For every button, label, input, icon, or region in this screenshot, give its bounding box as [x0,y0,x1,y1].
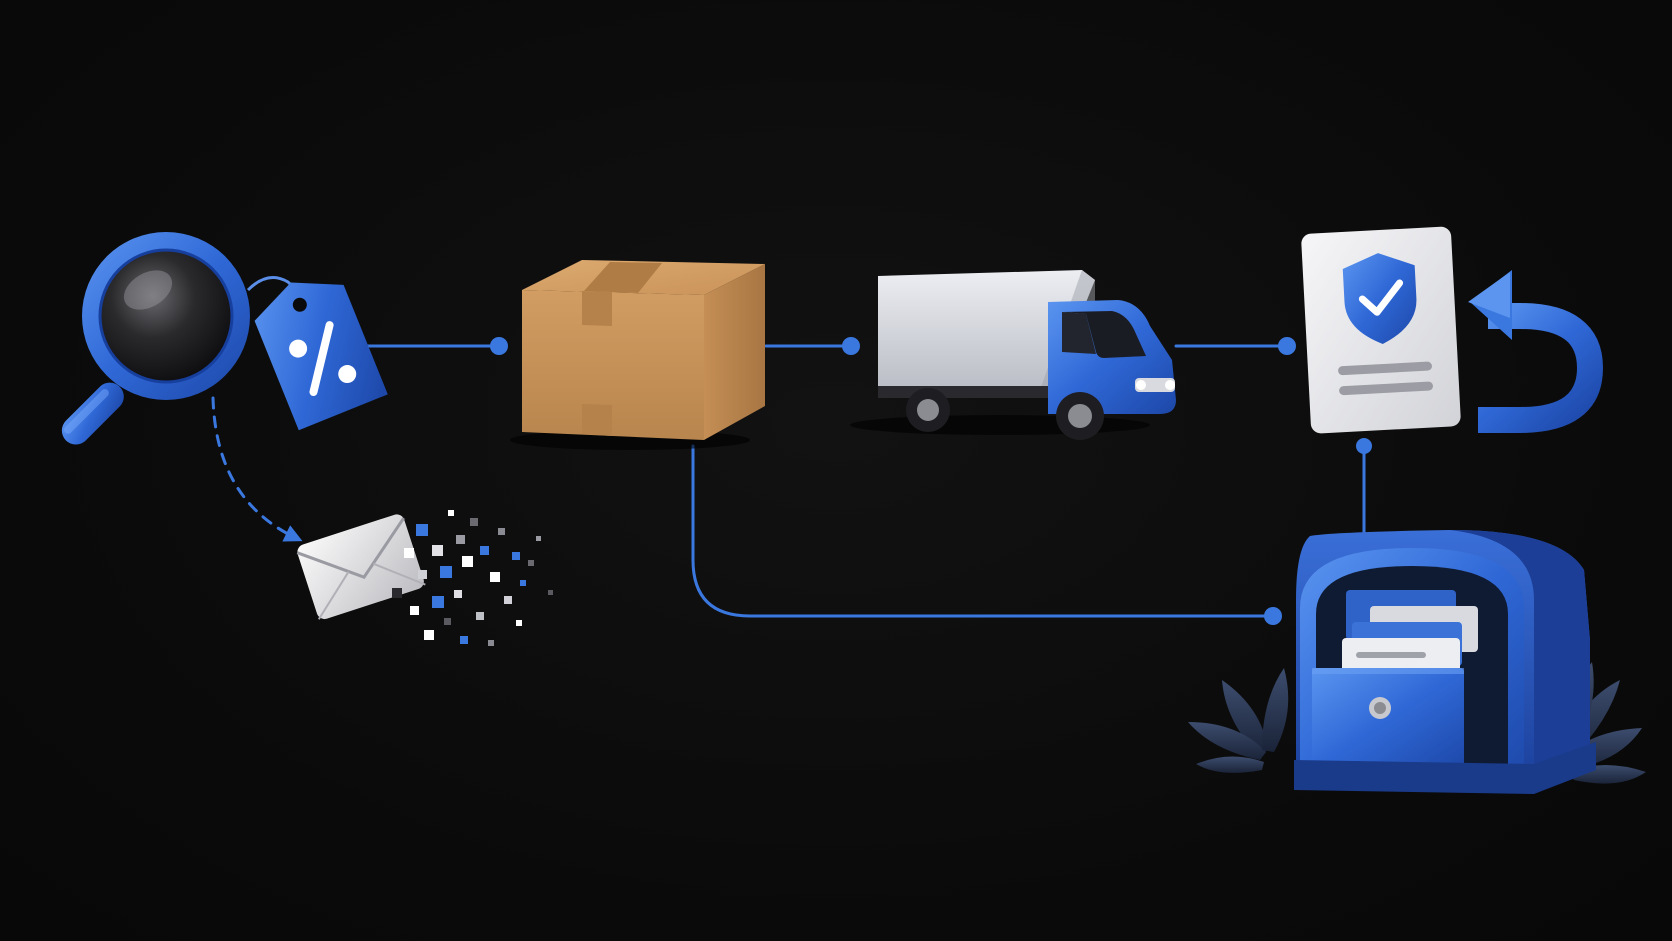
return-arrow-icon [1468,270,1604,433]
magnifier-price-tag-icon [61,232,388,445]
connector-discover-email-dashed [211,396,303,542]
dissolving-email-icon [296,510,553,646]
connector-dot [842,337,860,355]
cardboard-box-icon [510,260,765,450]
connectors [211,337,1372,625]
connector-dot [1278,337,1296,355]
mailbox-icon [1188,530,1646,794]
pixel-particles [392,510,553,646]
connector-package-mailbox [691,444,1272,618]
connector-dot [1264,607,1282,625]
connector-dot [1356,438,1372,454]
plant-left-icon [1188,668,1289,773]
delivery-truck-icon [850,270,1176,440]
shield-document-icon [1301,226,1461,434]
connector-dot [490,337,508,355]
